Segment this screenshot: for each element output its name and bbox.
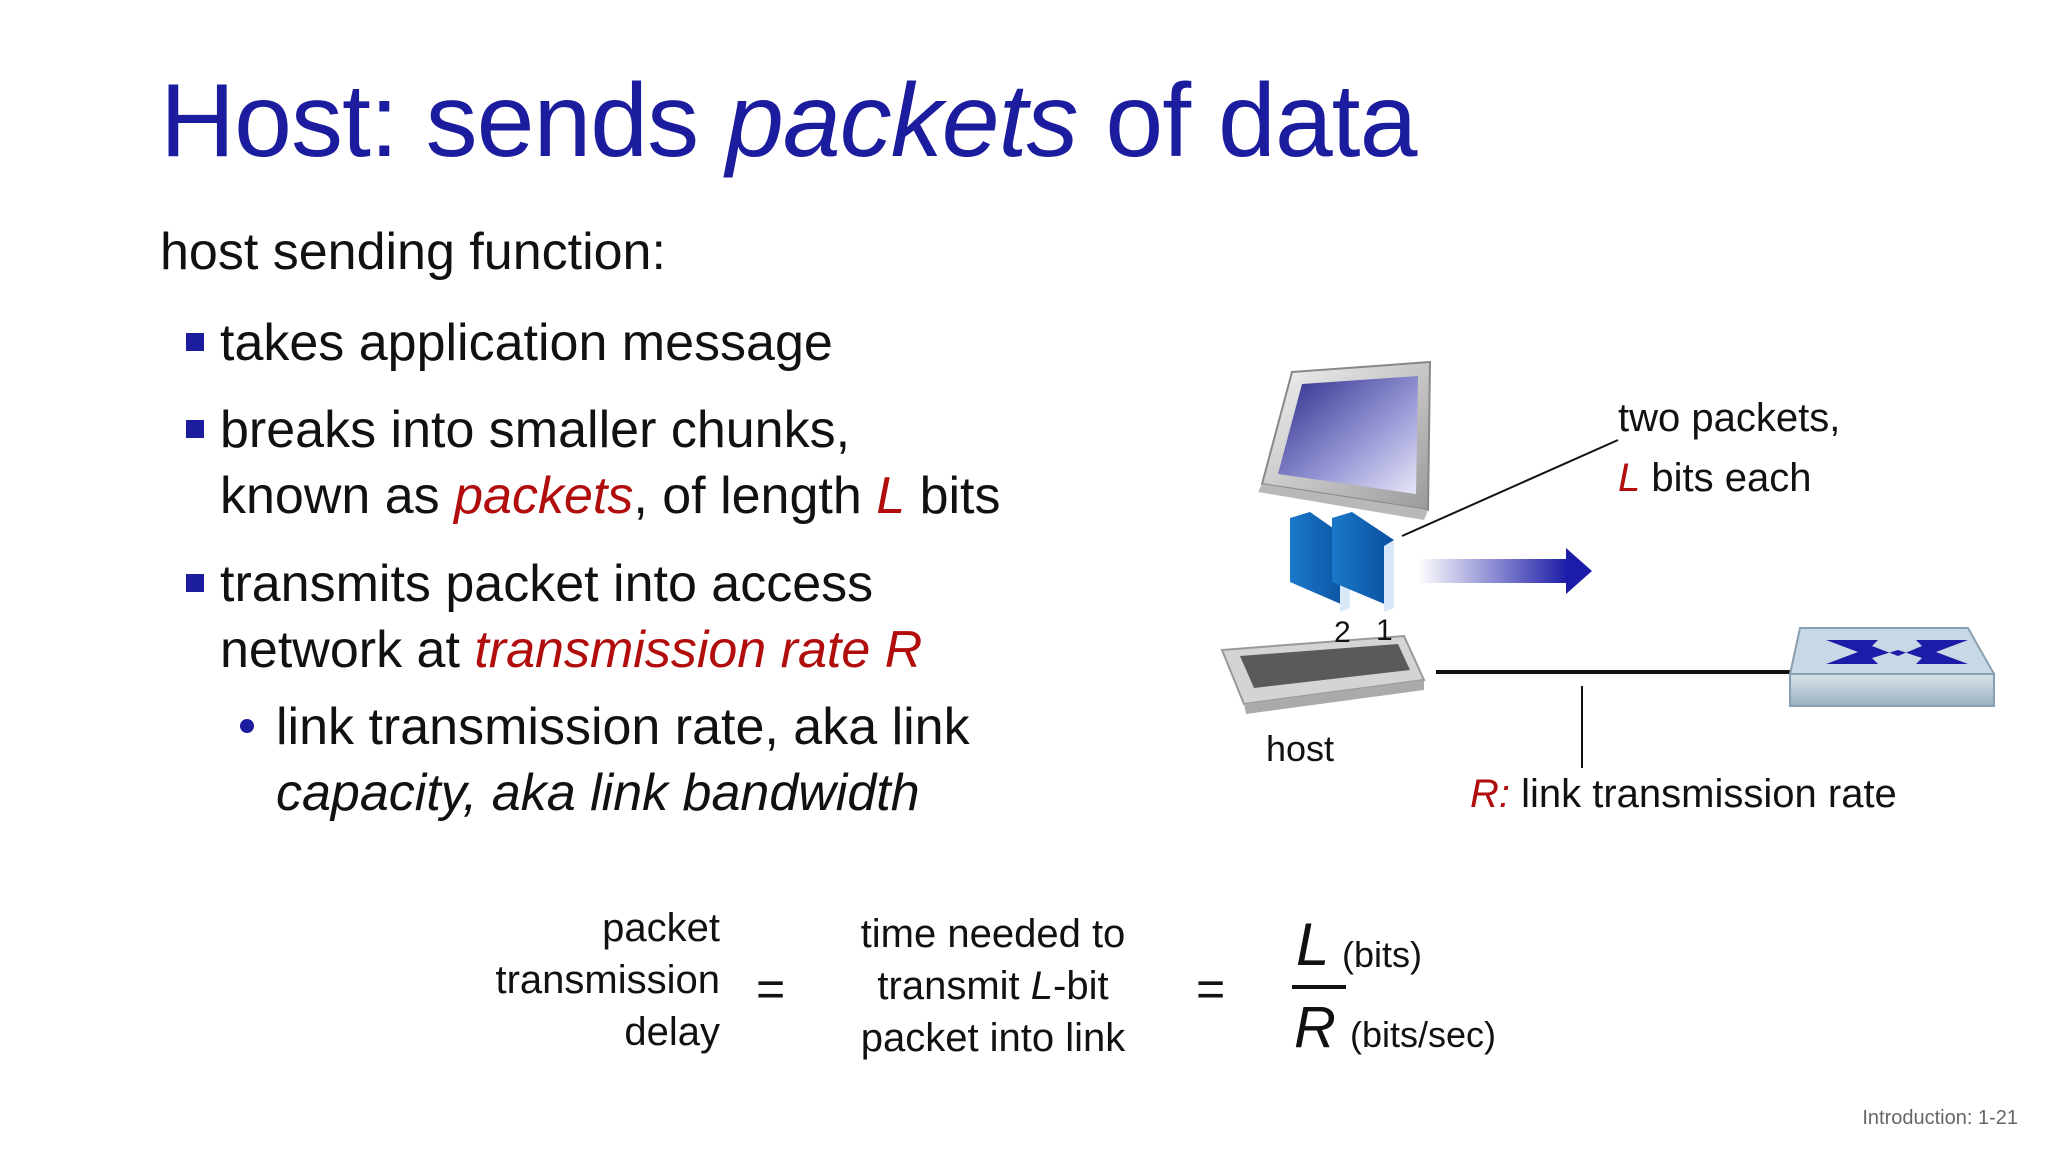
fraction-numerator-L: L — [1296, 911, 1330, 978]
bullet-3-line-2: network at transmission rate R — [220, 617, 922, 683]
formula-lhs-line-2: transmission — [495, 958, 720, 1002]
switch-icon — [1788, 627, 1996, 707]
bullet-square-icon — [186, 420, 204, 438]
equals-sign-2: = — [1196, 961, 1226, 1017]
bullet-3-line-1: transmits packet into access — [220, 555, 874, 613]
rate-R: R: — [1470, 772, 1510, 816]
formula-middle-line-2: transmit L-bit — [808, 960, 1178, 1012]
bullet-2-line-2: known as packets, of length L bits — [220, 463, 1001, 529]
formula-middle-line-3: packet into link — [860, 1016, 1126, 1060]
bullet-2-packets: packets — [454, 467, 634, 525]
fraction-bar — [1292, 985, 1346, 989]
packet-1-label: 1 — [1376, 614, 1393, 647]
bullet-square-icon — [186, 333, 204, 351]
bullet-2-line-1: breaks into smaller chunks, — [220, 401, 851, 459]
denominator-unit: (bits/sec) — [1350, 1014, 1497, 1055]
numerator-unit: (bits) — [1342, 934, 1422, 975]
bullet-2-text-a: known as — [220, 467, 455, 525]
bullet-2-L: L — [876, 467, 906, 525]
formula-lhs-line-3: delay — [624, 1010, 720, 1054]
intro-text: host sending function: — [160, 223, 666, 281]
callout-line-1: two packets, — [1618, 396, 1841, 440]
bullet-square-icon — [186, 574, 204, 592]
title-part-1: Host: sends — [160, 63, 727, 179]
host-label: host — [1266, 728, 1335, 769]
callout-bits-each: bits each — [1640, 456, 1812, 500]
formula-lhs: packet transmission delay — [392, 902, 720, 1058]
packet-2-label: 2 — [1334, 616, 1351, 649]
computer-monitor-icon — [1258, 360, 1432, 520]
bullet-2-text-e: bits — [905, 467, 1001, 525]
send-arrow-icon — [1418, 548, 1592, 594]
bullet-1: takes application message — [220, 314, 833, 372]
formula-lhs-line-1: packet — [602, 906, 720, 950]
rate-label: R: link transmission rate — [1470, 772, 1897, 817]
bullet-3-text-a: network at — [220, 621, 475, 679]
sub-bullet-line-2: capacity, aka link bandwidth — [276, 764, 920, 822]
title-part-3: of data — [1077, 63, 1417, 179]
slide-title: Host: sends packets of data — [160, 62, 1417, 181]
formula-middle: time needed to transmit L-bit packet int… — [808, 908, 1178, 1064]
bullet-3-rate: transmission rate R — [474, 621, 923, 679]
sub-bullet-dot-icon — [240, 719, 254, 733]
equals-sign-1: = — [756, 961, 786, 1017]
rate-text: link transmission rate — [1510, 772, 1897, 816]
sub-bullet-line-1: link transmission rate, aka link — [276, 698, 970, 756]
callout-line — [1401, 439, 1619, 537]
keyboard-icon — [1220, 634, 1426, 714]
formula-middle-transmit: transmit — [877, 964, 1031, 1008]
callout-L: L — [1618, 456, 1641, 500]
callout-line-2: L bits each — [1618, 456, 1811, 501]
formula-middle-line-1: time needed to — [860, 912, 1126, 956]
formula-middle-L: L — [1030, 964, 1054, 1008]
bullet-2-text-c: , of length — [633, 467, 877, 525]
fraction-denominator-R: R — [1294, 995, 1336, 1060]
slide-footer: Introduction: 1-21 — [1862, 1107, 2018, 1129]
title-part-2: packets — [726, 63, 1078, 179]
formula-middle-bit: -bit — [1053, 964, 1109, 1008]
packet-1-icon — [1332, 512, 1394, 612]
